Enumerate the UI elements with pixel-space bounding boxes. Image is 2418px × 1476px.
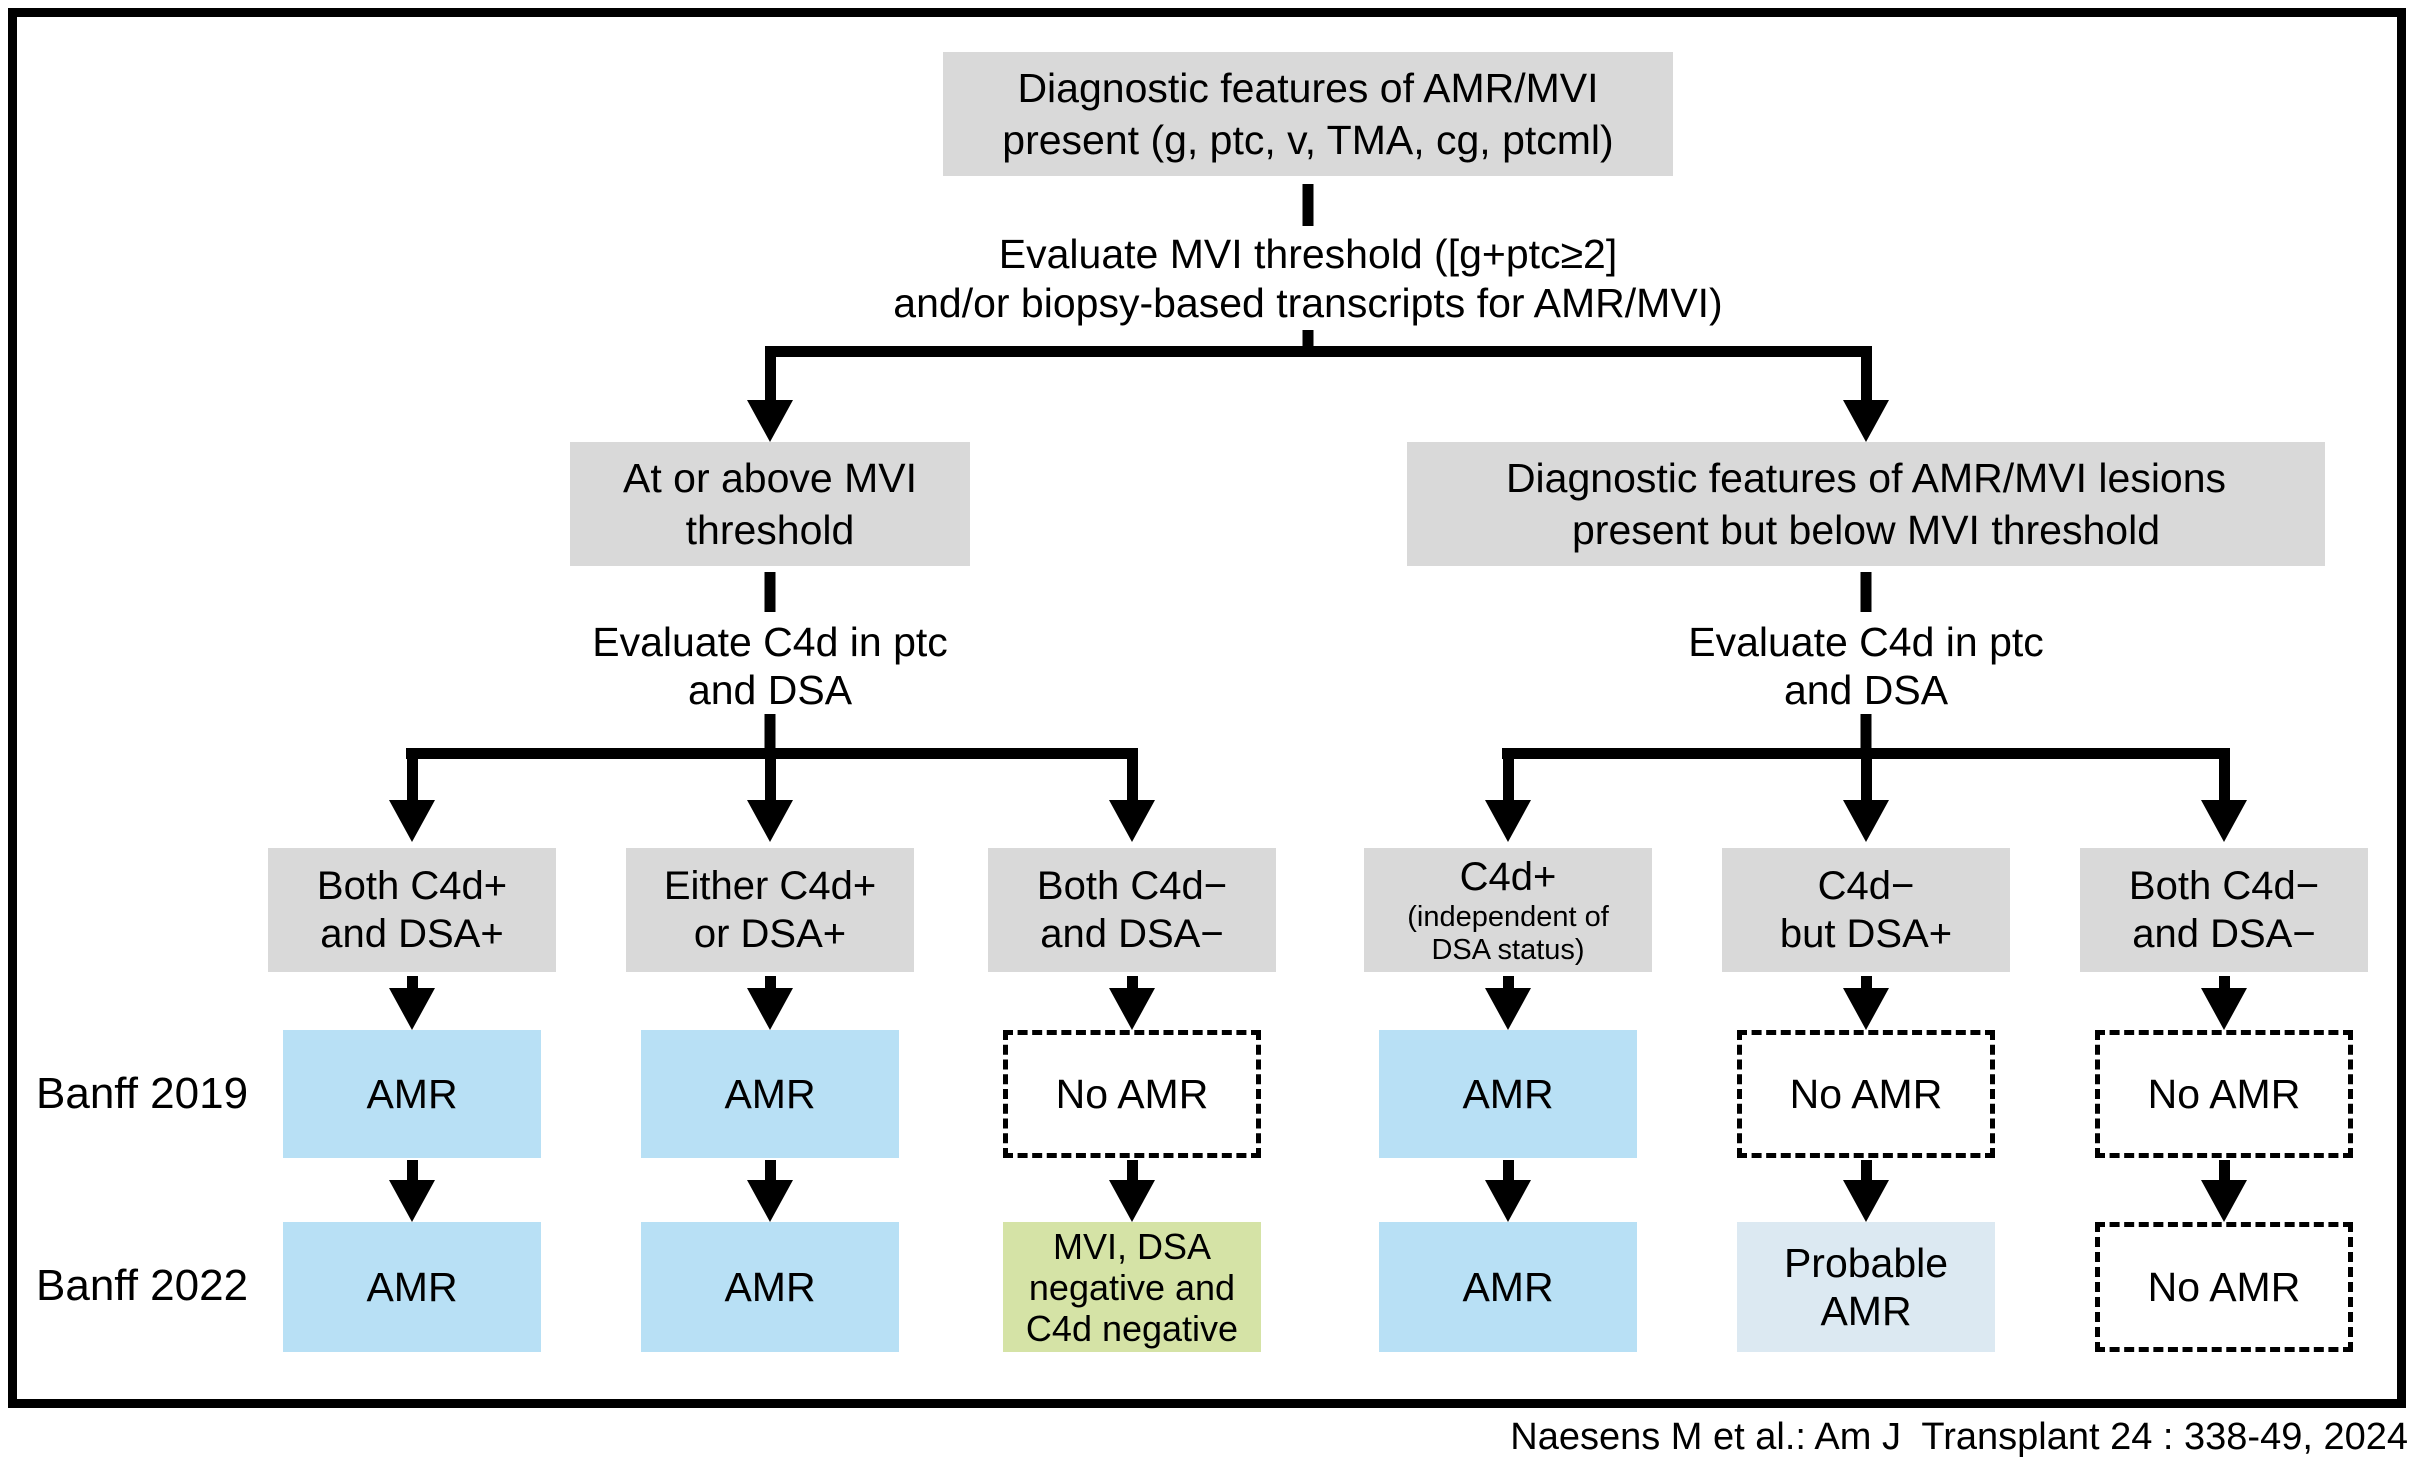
arrow-down <box>747 346 793 442</box>
result-label: AMR <box>724 1071 816 1117</box>
result-box-banff2019: No AMR <box>1737 1030 1995 1158</box>
eval-c4d-line: Evaluate C4d in ptc <box>592 619 948 665</box>
condition-subline: DSA status) <box>1431 934 1585 966</box>
arrow-down <box>1843 346 1889 442</box>
eval-c4d-line: and DSA <box>1783 667 1949 713</box>
arrow-down <box>1843 748 1889 842</box>
arrow-down <box>389 1160 435 1222</box>
result-label: AMR <box>1462 1071 1554 1117</box>
result-label: AMR <box>1462 1264 1554 1310</box>
arrow-down <box>747 748 793 842</box>
condition-box-both-c4d-neg-dsa-neg: Both C4d− and DSA− <box>2080 848 2368 972</box>
condition-subline: (independent of <box>1407 901 1609 933</box>
result-label: No AMR <box>1055 1071 1209 1117</box>
top-box-line: Diagnostic features of AMR/MVI <box>1017 65 1599 111</box>
condition-line: but DSA+ <box>1779 912 1953 956</box>
condition-box-both-c4d-neg-dsa-neg: Both C4d− and DSA− <box>988 848 1276 972</box>
citation-text: Naesens M et al.: Am J Transplant 24 : 3… <box>1510 1416 2408 1458</box>
row-label-banff-2022: Banff 2022 <box>36 1261 249 1310</box>
eval-mvi-line: Evaluate MVI threshold ([g+ptc≥2] <box>998 231 1618 277</box>
arrow-down <box>389 748 435 842</box>
arrow-down <box>1109 976 1155 1030</box>
top-box-diagnostic-features: Diagnostic features of AMR/MVI present (… <box>943 52 1673 176</box>
condition-box-c4d-neg-dsa-pos: C4d− but DSA+ <box>1722 848 2010 972</box>
connector-line <box>1302 330 1314 352</box>
condition-line: Either C4d+ <box>663 864 877 908</box>
condition-line: C4d+ <box>1459 855 1557 899</box>
arrow-down <box>2201 976 2247 1030</box>
condition-box-c4d-pos-independent: C4d+ (independent of DSA status) <box>1364 848 1652 972</box>
connector-dash <box>1302 184 1314 226</box>
result-line: Probable <box>1783 1240 1949 1286</box>
eval-mvi-line: and/or biopsy-based transcripts for AMR/… <box>893 280 1723 326</box>
result-line: C4d negative <box>1025 1307 1239 1349</box>
outer-border <box>8 8 2406 1408</box>
arrow-down <box>747 976 793 1030</box>
branch-line: threshold <box>685 507 855 553</box>
eval-c4d-text-left: Evaluate C4d in ptc and DSA <box>460 618 1080 714</box>
arrow-down <box>389 976 435 1030</box>
result-box-banff2022: No AMR <box>2095 1222 2353 1352</box>
eval-mvi-threshold-text: Evaluate MVI threshold ([g+ptc≥2] and/or… <box>798 230 1818 328</box>
connector-split-bar <box>765 346 1872 357</box>
result-box-banff2022: AMR <box>283 1222 541 1352</box>
eval-c4d-line: and DSA <box>687 667 853 713</box>
result-box-banff2019: AMR <box>1379 1030 1637 1158</box>
result-box-banff2019: AMR <box>283 1030 541 1158</box>
condition-line: and DSA+ <box>320 912 504 956</box>
result-line: negative and <box>1028 1266 1236 1308</box>
arrow-down <box>1109 1160 1155 1222</box>
arrow-down <box>1843 976 1889 1030</box>
arrow-down <box>2201 1160 2247 1222</box>
result-label: AMR <box>366 1071 458 1117</box>
arrow-down <box>1843 1160 1889 1222</box>
arrow-down <box>1485 976 1531 1030</box>
result-label: AMR <box>366 1264 458 1310</box>
condition-line: and DSA− <box>1040 912 1224 956</box>
row-label-banff-2019: Banff 2019 <box>36 1069 249 1118</box>
connector-dash <box>764 572 776 612</box>
condition-line: or DSA+ <box>693 912 847 956</box>
arrow-down <box>1485 748 1531 842</box>
condition-line: and DSA− <box>2132 912 2316 956</box>
result-line: MVI, DSA <box>1052 1225 1212 1267</box>
result-box-banff2019: No AMR <box>2095 1030 2353 1158</box>
eval-c4d-line: Evaluate C4d in ptc <box>1688 619 2044 665</box>
connector-dash <box>1860 572 1872 612</box>
result-box-banff2022: MVI, DSA negative and C4d negative <box>1003 1222 1261 1352</box>
result-box-banff2019: No AMR <box>1003 1030 1261 1158</box>
result-box-banff2019: AMR <box>641 1030 899 1158</box>
eval-c4d-text-right: Evaluate C4d in ptc and DSA <box>1556 618 2176 714</box>
connector-line <box>1860 714 1872 754</box>
condition-line: Both C4d− <box>2128 864 2320 908</box>
branch-line: At or above MVI <box>623 455 917 501</box>
arrow-down <box>1109 748 1155 842</box>
result-box-banff2022: AMR <box>1379 1222 1637 1352</box>
result-label: No AMR <box>1789 1071 1943 1117</box>
condition-box-either-c4d-or-dsa-pos: Either C4d+ or DSA+ <box>626 848 914 972</box>
condition-box-both-c4d-pos-dsa-pos: Both C4d+ and DSA+ <box>268 848 556 972</box>
connector-line <box>764 714 776 754</box>
condition-line: C4d− <box>1817 864 1915 908</box>
result-box-banff2022: Probable AMR <box>1737 1222 1995 1352</box>
branch-line: Diagnostic features of AMR/MVI lesions <box>1505 455 2227 501</box>
result-line: AMR <box>1820 1288 1912 1334</box>
branch-box-below-threshold: Diagnostic features of AMR/MVI lesions p… <box>1407 442 2325 566</box>
result-label: AMR <box>724 1264 816 1310</box>
result-label: No AMR <box>2147 1071 2301 1117</box>
condition-line: Both C4d− <box>1036 864 1228 908</box>
result-box-banff2022: AMR <box>641 1222 899 1352</box>
top-box-line: present (g, ptc, v, TMA, cg, ptcml) <box>1002 117 1614 163</box>
arrow-down <box>1485 1160 1531 1222</box>
branch-line: present but below MVI threshold <box>1572 507 2160 553</box>
result-label: No AMR <box>2147 1264 2301 1310</box>
branch-box-at-or-above-threshold: At or above MVI threshold <box>570 442 970 566</box>
arrow-down <box>2201 748 2247 842</box>
condition-line: Both C4d+ <box>316 864 508 908</box>
arrow-down <box>747 1160 793 1222</box>
